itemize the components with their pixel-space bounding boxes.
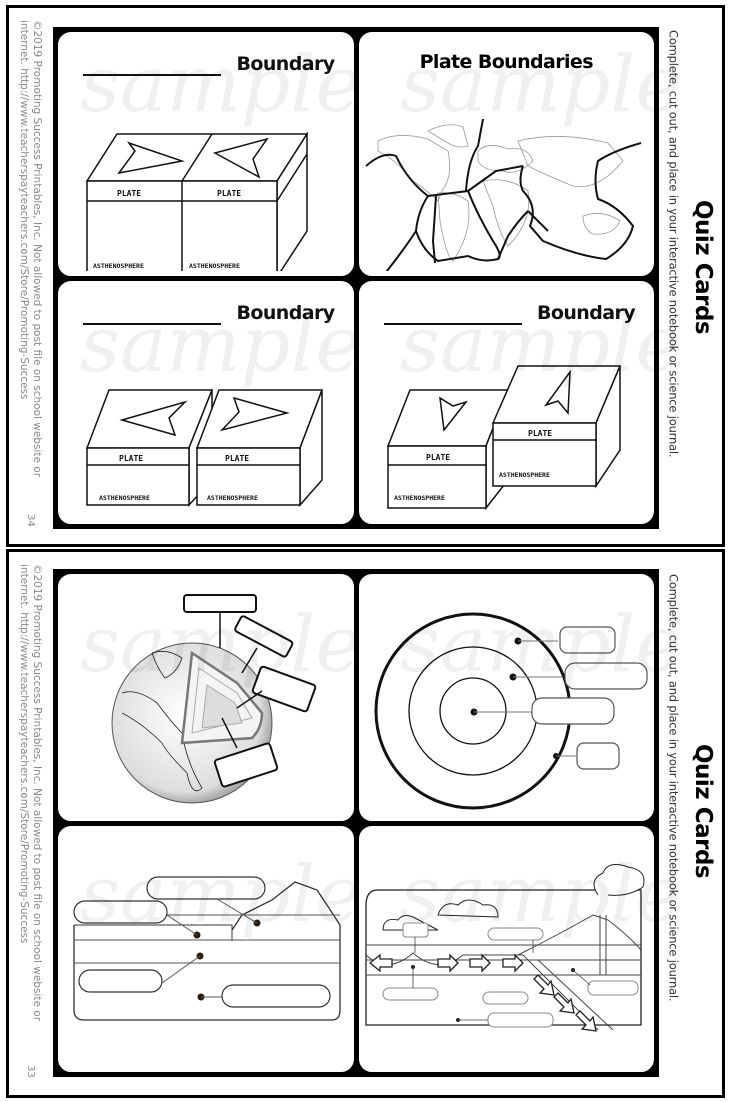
svg-text:ASTHENOSPHERE: ASTHENOSPHERE xyxy=(499,471,550,479)
earth-cutaway-diagram xyxy=(111,594,317,804)
label-box-4 xyxy=(482,991,528,1004)
quiz-card-plate-tectonics-cross-section xyxy=(355,822,657,1075)
page-number: 33 xyxy=(24,1065,36,1078)
asia-outline xyxy=(516,136,624,188)
page-heading: Quiz Cards xyxy=(690,744,716,879)
australia-outline xyxy=(582,213,621,235)
label-box-1 xyxy=(183,594,257,613)
arrow-right-icon xyxy=(468,952,491,973)
arrow-right-icon xyxy=(117,141,185,175)
label-box-3 xyxy=(382,987,438,1000)
world-plate-map xyxy=(364,118,641,271)
quiz-card-transform-boundary: Boundary PLATE PLATE ASTHE xyxy=(355,277,657,527)
divergent-plates-diagram: PLATE PLATE ASTHENOSPHERE ASTHENOSPHERE xyxy=(85,131,309,271)
svg-text:ASTHENOSPHERE: ASTHENOSPHERE xyxy=(189,262,240,270)
copyright-notice: ©2019 Promoting Success Printables, Inc.… xyxy=(18,20,43,478)
label-box-1 xyxy=(146,875,266,900)
answer-blank xyxy=(83,322,221,325)
page-heading: Quiz Cards xyxy=(690,200,716,335)
instruction-margin: Complete, cut out, and place in your int… xyxy=(656,552,722,1095)
svg-text:ASTHENOSPHERE: ASTHENOSPHERE xyxy=(394,494,445,502)
quiz-card-convergent-boundary: Boundary PLATE PLATE ASTHE xyxy=(55,277,357,527)
svg-text:PLATE: PLATE xyxy=(117,189,141,198)
svg-text:PLATE: PLATE xyxy=(225,454,249,463)
quiz-card-lithosphere-cross-section xyxy=(55,822,357,1075)
instruction-margin: Complete, cut out, and place in your int… xyxy=(656,8,722,544)
instructions-text: Complete, cut out, and place in your int… xyxy=(666,30,680,458)
worksheet-page-34: ©2019 Promoting Success Printables, Inc.… xyxy=(6,5,725,547)
label-box-1 xyxy=(402,922,428,937)
svg-text:ASTHENOSPHERE: ASTHENOSPHERE xyxy=(93,262,144,270)
card-title: Boundary xyxy=(537,301,636,324)
label-box-2 xyxy=(563,662,648,690)
svg-text:PLATE: PLATE xyxy=(528,429,552,438)
copyright-margin: ©2019 Promoting Success Printables, Inc.… xyxy=(9,552,49,1095)
worksheet-page-33: ©2019 Promoting Success Printables, Inc.… xyxy=(6,549,725,1098)
quiz-card-earth-layers-globe xyxy=(55,571,357,824)
label-box-1 xyxy=(558,626,616,654)
cloud-icon xyxy=(436,899,499,918)
card-title: Boundary xyxy=(236,301,336,324)
answer-blank xyxy=(83,74,221,76)
greenland-outline xyxy=(426,124,468,148)
page-number: 34 xyxy=(24,514,36,527)
arrow-down-right-icon xyxy=(532,973,555,996)
svg-text:PLATE: PLATE xyxy=(119,454,143,463)
arrow-down-right-icon xyxy=(574,1009,597,1032)
arrow-right-icon xyxy=(501,952,524,973)
africa-outline xyxy=(481,179,529,247)
label-box-3 xyxy=(530,697,615,725)
label-box-4 xyxy=(575,742,620,770)
card-title: Plate Boundaries xyxy=(419,51,594,73)
subduction-diagram xyxy=(364,863,644,1032)
label-box-6 xyxy=(487,1012,553,1027)
arrow-left-icon xyxy=(119,399,188,436)
arrow-up-icon xyxy=(543,369,571,415)
label-box-2 xyxy=(234,615,294,658)
arrow-left-icon xyxy=(212,137,269,179)
answer-blank xyxy=(383,322,522,325)
svg-text:ASTHENOSPHERE: ASTHENOSPHERE xyxy=(207,494,258,502)
label-box-2 xyxy=(487,927,543,940)
convergent-plates-diagram: PLATE PLATE ASTHENOSPHERE ASTHENOSPHERE xyxy=(85,388,324,507)
instructions-text: Complete, cut out, and place in your int… xyxy=(666,574,680,1002)
quiz-card-earth-layers-rings xyxy=(355,571,657,824)
svg-text:ASTHENOSPHERE: ASTHENOSPHERE xyxy=(99,494,150,502)
arrow-right-icon xyxy=(436,952,459,973)
label-box-4 xyxy=(213,742,279,788)
transform-plates-diagram: PLATE PLATE ASTHENOSPHERE ASTHENOSPHERE xyxy=(386,364,621,510)
card-title: Boundary xyxy=(236,53,336,75)
quiz-card-divergent-boundary: Boundary PLATE PLATE ASTHENOSPHERE xyxy=(55,29,357,279)
arrow-left-icon xyxy=(368,953,393,972)
arrow-right-icon xyxy=(219,396,290,431)
quiz-card-plate-boundaries-map: Plate Boundaries xyxy=(355,29,657,279)
concentric-layers-diagram xyxy=(374,612,648,810)
copyright-notice: ©2019 Promoting Success Printables, Inc.… xyxy=(18,564,43,1022)
label-box-3 xyxy=(251,665,317,713)
europe-outline xyxy=(477,145,533,173)
label-box-2 xyxy=(73,899,168,924)
svg-text:PLATE: PLATE xyxy=(426,453,450,462)
crust-layers-diagram xyxy=(73,875,341,1021)
arrow-down-right-icon xyxy=(552,991,575,1014)
south-america-outline xyxy=(437,192,469,262)
label-box-5 xyxy=(587,980,638,995)
label-box-3 xyxy=(78,968,163,993)
north-america-outline xyxy=(377,135,450,202)
quiz-card-grid: Boundary PLATE PLATE ASTHENOSPHERE xyxy=(53,27,659,529)
volcano-plume-icon xyxy=(593,863,644,896)
arrow-down-icon xyxy=(438,396,468,432)
svg-text:PLATE: PLATE xyxy=(217,189,241,198)
copyright-margin: ©2019 Promoting Success Printables, Inc.… xyxy=(9,8,49,544)
label-box-4 xyxy=(221,983,331,1008)
quiz-card-grid xyxy=(53,569,659,1077)
